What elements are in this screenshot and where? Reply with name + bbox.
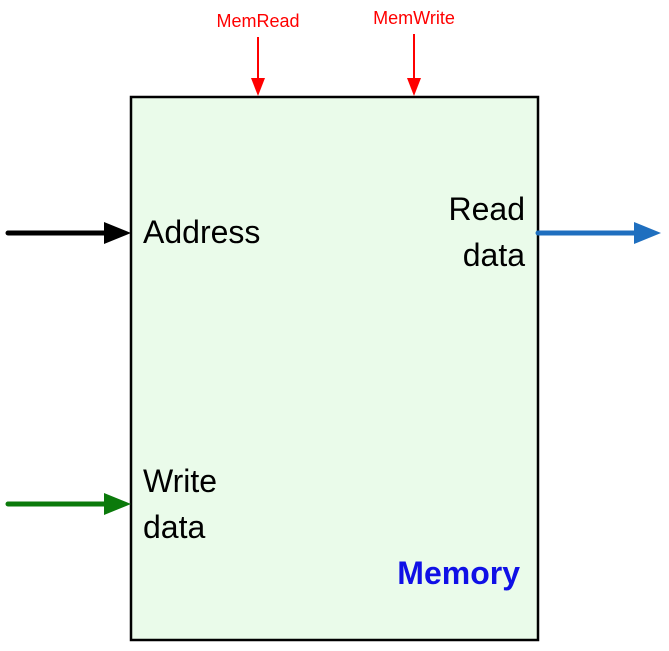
mem-write-label: MemWrite — [373, 8, 455, 28]
mem-write-arrowhead — [407, 78, 421, 96]
memory-unit-name: Memory — [397, 555, 520, 591]
read-data-label-line2: data — [463, 237, 525, 273]
mem-read-arrowhead — [251, 78, 265, 96]
address-arrowhead — [104, 222, 131, 244]
mem-read-label: MemRead — [216, 11, 299, 31]
read-data-arrowhead — [634, 222, 661, 244]
address-port-label: Address — [143, 214, 260, 250]
write-data-arrowhead — [104, 493, 131, 515]
write-data-label-line1: Write — [143, 463, 217, 499]
write-data-label-line2: data — [143, 509, 205, 545]
read-data-label-line1: Read — [449, 191, 526, 227]
memory-block — [129, 95, 540, 642]
